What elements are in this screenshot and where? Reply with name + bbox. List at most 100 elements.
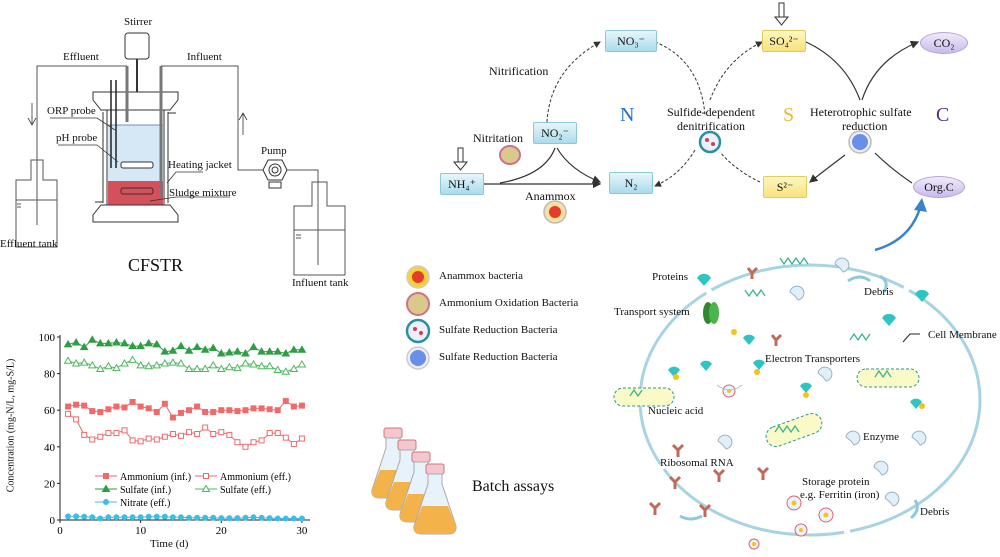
data-point <box>87 360 97 369</box>
data-point <box>89 436 96 443</box>
data-point <box>226 431 233 438</box>
data-point <box>71 359 81 367</box>
anammox-label: Anammox <box>525 189 576 203</box>
so4-input-arrow-icon <box>773 2 790 26</box>
data-point <box>281 367 291 375</box>
data-point <box>186 514 193 521</box>
debris-label-2: Debris <box>920 506 950 518</box>
data-point <box>137 514 144 521</box>
element-c: C <box>936 104 950 126</box>
data-point <box>242 514 249 521</box>
element-s: S <box>783 104 795 126</box>
data-point <box>73 513 80 520</box>
data-point <box>112 363 121 372</box>
enzyme-icon <box>717 434 733 450</box>
data-point <box>73 416 80 423</box>
data-point <box>113 514 120 521</box>
orgc-box: Org.C <box>913 176 965 198</box>
data-point <box>281 348 291 357</box>
data-point <box>226 407 233 414</box>
transport-system-label: Transport system <box>614 306 690 318</box>
data-point <box>161 433 168 440</box>
aob-icon <box>406 292 430 316</box>
ph-probe-label: pH probe <box>56 132 98 144</box>
data-point <box>161 513 168 520</box>
nucleic-acid-icon <box>856 368 920 388</box>
data-point <box>210 409 217 416</box>
x-tick-label: 20 <box>216 525 228 537</box>
data-point <box>65 403 72 410</box>
sdd-label-1: Sulfide-dependent <box>667 105 755 119</box>
pump-icon <box>262 159 288 189</box>
protein-icon <box>700 360 712 371</box>
data-point <box>258 514 265 521</box>
protein-icon <box>697 273 711 286</box>
n2-box: N₂ <box>609 172 653 194</box>
element-n: N <box>620 104 635 126</box>
data-point <box>121 404 128 411</box>
storage-protein-label-1: Storage protein <box>802 476 870 488</box>
srb-icon <box>405 318 431 344</box>
legend-label: Sulfate (eff.) <box>220 485 271 496</box>
debris-label-1: Debris <box>864 286 894 298</box>
ribosomal-rna-icon <box>746 266 759 279</box>
data-point <box>89 408 96 415</box>
debris-icon <box>847 275 871 283</box>
enzyme-icon <box>817 366 833 382</box>
data-point <box>168 358 178 366</box>
data-point <box>128 355 137 363</box>
legend-label: Nitrate (eff.) <box>120 498 170 509</box>
data-point <box>202 424 209 431</box>
electron-transporters-label: Electron Transporters <box>765 353 861 365</box>
data-point <box>144 361 154 370</box>
data-point <box>233 363 242 372</box>
data-point <box>152 339 162 348</box>
y-tick-label: 80 <box>44 369 56 381</box>
hsr-label-1: Heterotrophic sulfate <box>810 105 912 119</box>
protein-icon <box>668 366 680 377</box>
data-point <box>186 429 193 436</box>
aob-icon <box>499 145 521 165</box>
data-point <box>105 406 112 413</box>
data-point <box>112 337 121 346</box>
legend-label: Sulfate (inf.) <box>120 485 171 496</box>
ribosomal-rna-icon <box>698 503 712 517</box>
blue-curved-arrow <box>874 207 922 252</box>
ribosomal-rna-label: Ribosomal RNA <box>660 457 734 469</box>
series-line-2 <box>67 339 302 355</box>
data-point <box>242 407 249 414</box>
no2-box: NO₂⁻ <box>533 122 577 144</box>
legend-label: Ammonium (eff.) <box>220 472 291 483</box>
data-point <box>169 414 176 421</box>
data-point <box>121 427 128 434</box>
data-point <box>210 430 217 437</box>
effluent-tank-icon <box>15 159 58 248</box>
data-point <box>160 359 170 367</box>
data-point <box>73 401 80 408</box>
data-point <box>89 514 96 521</box>
data-point <box>250 514 257 521</box>
data-point <box>210 514 217 521</box>
data-point <box>71 337 81 346</box>
data-point <box>81 431 88 438</box>
legend-label-3: Sulfate Reduction Bacteria <box>439 351 558 363</box>
data-point <box>176 359 186 367</box>
enzyme-icon <box>834 257 850 273</box>
data-point <box>153 409 160 416</box>
s2-box: S²⁻ <box>763 176 807 198</box>
data-point <box>224 348 234 356</box>
sdd-label-2: denitrification <box>677 119 745 133</box>
nitrification-label: Nitrification <box>489 64 549 78</box>
ribosomal-rna-icon <box>712 468 726 482</box>
data-point <box>250 405 257 412</box>
data-point <box>137 403 144 410</box>
data-point <box>273 365 283 373</box>
nucleic-acid-icon <box>765 413 823 447</box>
data-point <box>145 405 152 412</box>
data-point <box>120 338 129 347</box>
batch-assays-label: Batch assays <box>472 478 555 495</box>
data-point <box>249 359 258 368</box>
anammox-bacteria-icon <box>406 265 430 289</box>
legend-marker <box>201 484 211 492</box>
data-point <box>200 364 210 373</box>
